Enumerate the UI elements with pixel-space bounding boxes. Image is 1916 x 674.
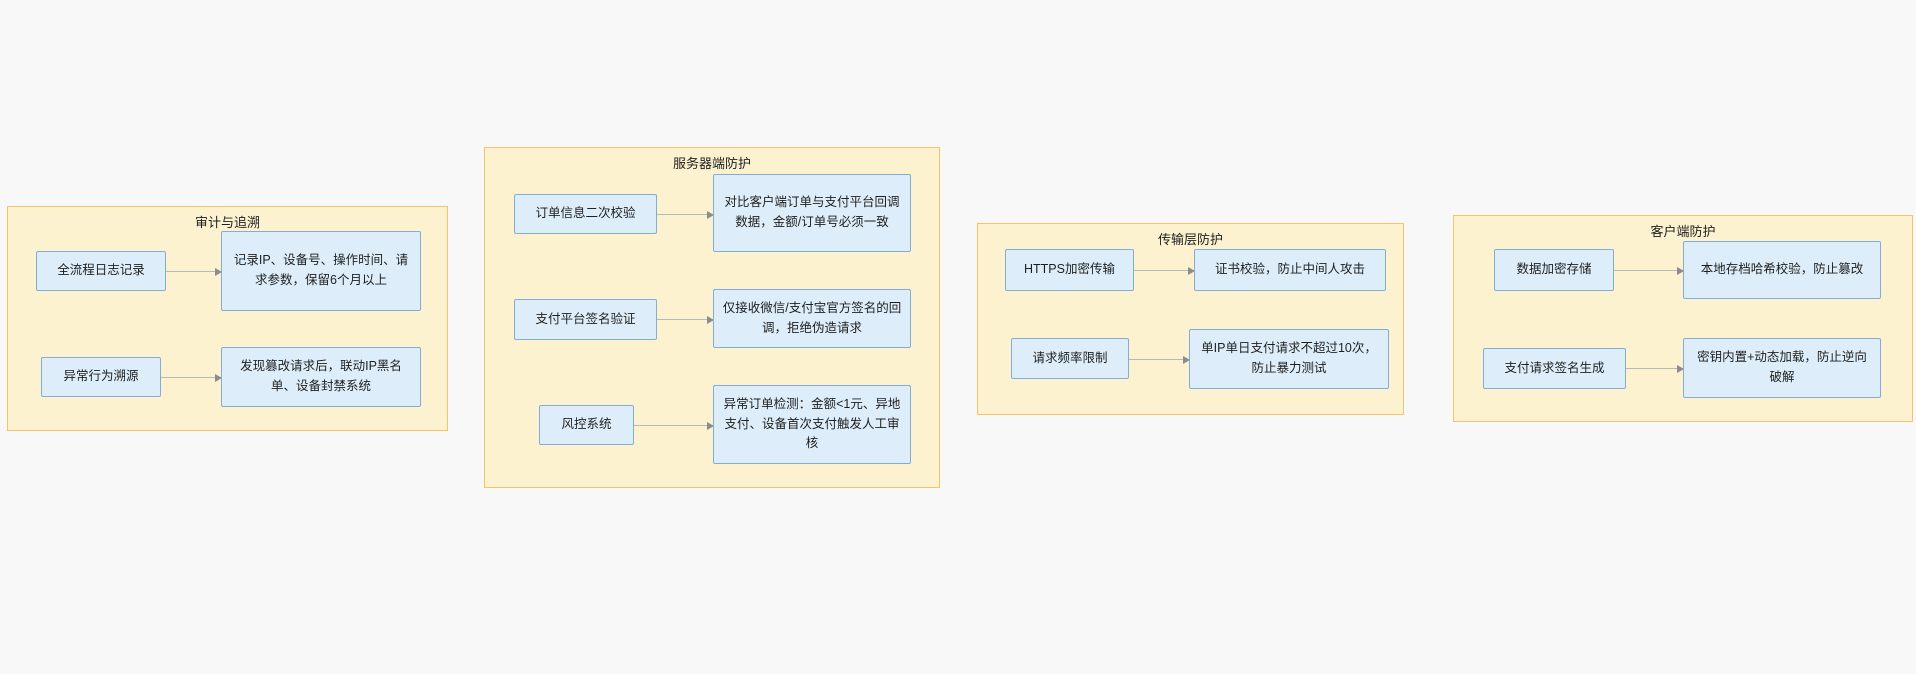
node-target: 单IP单日支付请求不超过10次，防止暴力测试: [1189, 329, 1389, 389]
node-source: 全流程日志记录: [36, 251, 166, 291]
group-title: 客户端防护: [1650, 224, 1716, 239]
node-source: HTTPS加密传输: [1005, 249, 1134, 291]
flow-arrow: [1626, 364, 1684, 373]
node-target: 异常订单检测：金额<1元、异地支付、设备首次支付触发人工审核: [713, 385, 911, 464]
group-audit-trace: 审计与追溯 全流程日志记录 记录IP、设备号、操作时间、请求参数，保留6个月以上…: [7, 206, 448, 431]
node-source: 数据加密存储: [1494, 249, 1614, 291]
group-title: 审计与追溯: [194, 215, 260, 230]
node-source: 订单信息二次校验: [514, 194, 657, 234]
group-server-protection: 服务器端防护 订单信息二次校验 对比客户端订单与支付平台回调数据，金额/订单号必…: [484, 147, 940, 488]
node-source: 异常行为溯源: [41, 357, 161, 397]
flow-arrow: [166, 267, 222, 276]
node-target: 发现篡改请求后，联动IP黑名单、设备封禁系统: [221, 347, 421, 407]
flow-arrow: [1129, 355, 1190, 364]
flow-arrow: [657, 210, 714, 219]
flow-arrow: [1134, 266, 1195, 275]
node-target: 记录IP、设备号、操作时间、请求参数，保留6个月以上: [221, 231, 421, 311]
node-target: 证书校验，防止中间人攻击: [1194, 249, 1386, 291]
flow-arrow: [161, 373, 222, 382]
group-client-protection: 客户端防护 数据加密存储 本地存档哈希校验，防止篡改 支付请求签名生成 密钥内置…: [1453, 215, 1913, 422]
node-source: 支付平台签名验证: [514, 299, 657, 340]
node-source: 风控系统: [539, 405, 634, 445]
node-target: 密钥内置+动态加载，防止逆向破解: [1683, 338, 1881, 398]
node-source: 支付请求签名生成: [1483, 348, 1626, 389]
node-target: 仅接收微信/支付宝官方签名的回调，拒绝伪造请求: [713, 289, 911, 348]
node-source: 请求频率限制: [1011, 338, 1129, 379]
flow-arrow: [634, 421, 714, 430]
group-title: 服务器端防护: [672, 156, 751, 171]
flow-arrow: [657, 315, 714, 324]
group-transport-protection: 传输层防护 HTTPS加密传输 证书校验，防止中间人攻击 请求频率限制 单IP单…: [977, 223, 1404, 415]
group-title: 传输层防护: [1157, 232, 1223, 247]
flow-arrow: [1614, 266, 1684, 275]
node-target: 对比客户端订单与支付平台回调数据，金额/订单号必须一致: [713, 174, 911, 252]
node-target: 本地存档哈希校验，防止篡改: [1683, 241, 1881, 299]
